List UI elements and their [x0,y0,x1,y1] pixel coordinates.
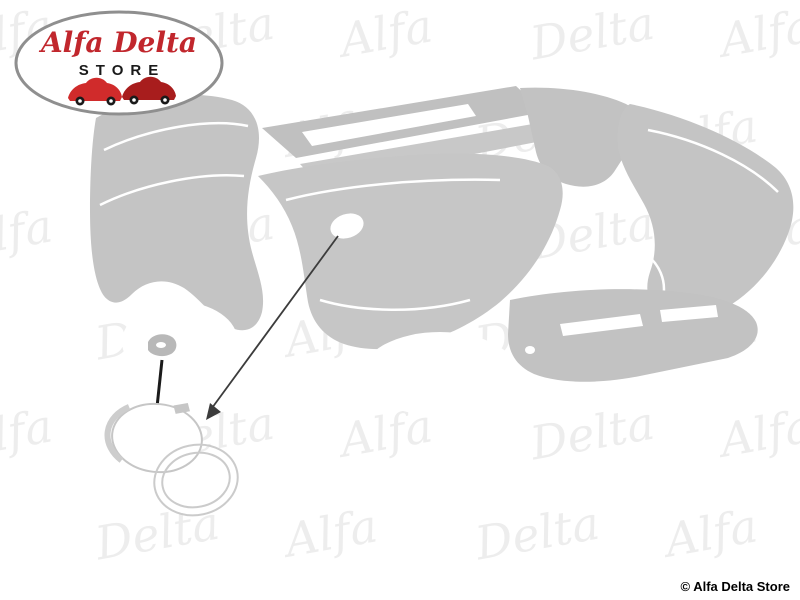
body-shell-group [90,86,794,416]
gasket-ring-outer [153,443,239,517]
logo-car-left-icon [68,77,122,106]
grommet-hole [156,342,166,348]
logo-store-text: STORE [79,62,165,79]
hood-accent-line [285,178,501,202]
store-logo: Alfa Delta STORE [12,8,226,118]
hood-accent-line-2 [319,298,471,311]
leader-line [211,235,339,409]
headlight-bucket-part [111,402,203,474]
valance-slot-1 [560,314,643,336]
copyright-text: © Alfa Delta Store [680,579,790,594]
leader-line-group [206,235,339,420]
small-parts-group [104,334,239,517]
right-cowl-shape [520,87,641,187]
logo-brand-text: Alfa Delta [38,26,197,59]
valance-hole [525,346,535,354]
headlight-bucket-tab [173,403,190,414]
front-wheel-arch [362,332,518,416]
hood-mounting-hole [330,213,364,239]
right-fender-accent-line [647,128,779,193]
left-wheel-arch [122,302,238,382]
gasket-ring-inner [161,451,231,509]
logo-car-right-icon [122,76,176,105]
leader-line-arrowhead [206,403,221,420]
body-small-hole [392,341,408,351]
left-fender-shape [90,94,264,331]
left-fender-accent-line-2 [99,174,245,207]
headlight-bucket-rim-shading [104,404,131,463]
right-fender-shape [617,104,794,321]
cowl-vent-slot [302,104,476,146]
hood-shape [258,153,563,350]
valance-slot-2 [660,305,718,322]
front-valance-shape [508,289,758,382]
left-fender-accent-line [103,122,249,152]
store-logo-graphic: Alfa Delta STORE [14,10,224,116]
